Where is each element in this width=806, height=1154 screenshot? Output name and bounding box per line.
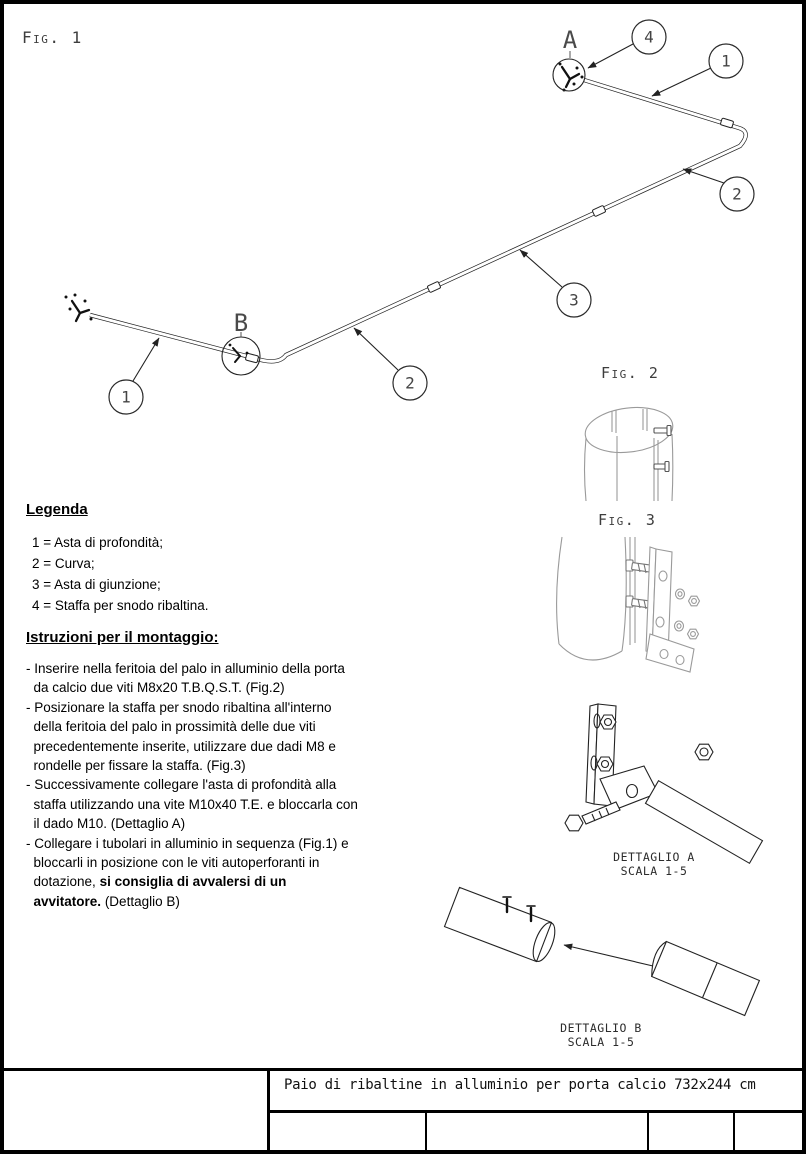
detail-b-title: DETTAGLIO B bbox=[560, 1021, 642, 1035]
instruction-line: il dado M10. (Dettaglio A) bbox=[26, 816, 186, 832]
callout-1-bottom-circle bbox=[108, 379, 144, 415]
callout-4-circle bbox=[631, 19, 667, 55]
detail-a-drawing bbox=[564, 703, 764, 865]
point-a-label: A bbox=[563, 26, 578, 54]
fig1-assembly: 4 1 2 3 2 1 A B bbox=[64, 19, 755, 415]
title-block-cell-d bbox=[735, 1113, 798, 1146]
fig1-label: Fig. 1 bbox=[22, 28, 83, 47]
leader-callout-4 bbox=[587, 43, 634, 69]
callout-2-top-circle bbox=[719, 176, 755, 212]
instructions-title: Istruzioni per il montaggio: bbox=[26, 629, 219, 646]
legend-item: 4 = Staffa per snodo ribaltina. bbox=[32, 598, 209, 613]
legend-title: Legenda bbox=[26, 501, 88, 518]
title-block-cell-c bbox=[649, 1113, 733, 1146]
detail-a-label: DETTAGLIO A SCALA 1-5 bbox=[584, 850, 724, 878]
insertion-arrow bbox=[563, 943, 654, 967]
title-block-cell-a bbox=[270, 1113, 425, 1146]
staffa-left-dots bbox=[64, 293, 93, 321]
tube-junction-collars bbox=[245, 117, 734, 364]
callout-3-label: 3 bbox=[569, 291, 579, 310]
detail-b-drawing bbox=[443, 886, 761, 1017]
fig2-label: Fig. 2 bbox=[601, 364, 660, 382]
fig3-washers-nuts bbox=[673, 588, 701, 640]
instructions-list: - Inserire nella feritoia del palo in al… bbox=[26, 659, 436, 911]
instruction-line: - Posizionare la staffa per snodo ribalt… bbox=[26, 699, 332, 715]
detail-b-scale: SCALA 1-5 bbox=[567, 1035, 635, 1049]
technical-drawing: 4 1 2 3 2 1 A B bbox=[64, 19, 764, 1017]
instruction-line: staffa utilizzando una vite M10x40 T.E. … bbox=[26, 796, 358, 812]
leader-callout-3 bbox=[519, 249, 563, 288]
staffa-a-dots bbox=[558, 62, 584, 92]
title-block-row-divider bbox=[267, 1110, 802, 1113]
instruction-line: avvitatore. (Dettaglio B) bbox=[33, 893, 180, 909]
detail-circle-a bbox=[552, 58, 586, 92]
instructions-section: Istruzioni per il montaggio: - Inserire … bbox=[26, 629, 436, 911]
fig1-tube-inner bbox=[89, 78, 748, 363]
leader-callout-1-bottom bbox=[132, 337, 160, 382]
callout-3-circle bbox=[556, 282, 592, 318]
title-block-cell-divider-3 bbox=[733, 1110, 735, 1150]
title-block-title: Paio di ribaltine in alluminio per porta… bbox=[284, 1077, 756, 1093]
callout-2-bottom-circle bbox=[392, 365, 428, 401]
instruction-line: - Successivamente collegare l'asta di pr… bbox=[26, 777, 337, 793]
leader-callout-1-top bbox=[651, 67, 712, 97]
fig1-tube-outline bbox=[89, 77, 748, 364]
detail-b-label: DETTAGLIO B SCALA 1-5 bbox=[531, 1021, 671, 1049]
legend-list: 1 = Asta di profondità; 2 = Curva; 3 = Ast… bbox=[26, 532, 406, 616]
instruction-line: - Inserire nella feritoia del palo in al… bbox=[26, 661, 345, 676]
staffa-a-glyph bbox=[560, 65, 581, 89]
title-block-cell-divider-2 bbox=[647, 1110, 649, 1150]
point-b-label: B bbox=[234, 309, 248, 337]
leader-callout-2-bottom bbox=[353, 327, 399, 371]
callout-1-bottom-label: 1 bbox=[121, 388, 131, 407]
instruction-line: precedentemente inserite, utilizzare due… bbox=[26, 738, 336, 754]
detail-a-scale: SCALA 1-5 bbox=[620, 864, 688, 878]
instruction-line: da calcio due viti M8x20 T.B.Q.S.T. (Fig… bbox=[26, 680, 285, 696]
legend-section: Legenda 1 = Asta di profondità; 2 = Curva… bbox=[26, 501, 406, 616]
callout-1-top-circle bbox=[708, 43, 744, 79]
title-block-left-divider bbox=[267, 1068, 270, 1150]
fig3-drawing bbox=[556, 536, 701, 673]
staffa-left-glyph bbox=[70, 299, 91, 323]
leader-callout-2-top bbox=[682, 168, 725, 184]
junction-b-dots bbox=[228, 343, 249, 355]
fig2-bolts bbox=[653, 424, 672, 473]
fig3-label: Fig. 3 bbox=[598, 511, 657, 529]
callout-balloons: 4 1 2 3 2 1 bbox=[108, 19, 755, 415]
instruction-line: - Collegare i tubolari in alluminio in s… bbox=[26, 835, 349, 851]
title-block-logo-cell bbox=[7, 1071, 267, 1146]
title-block-cell-divider-1 bbox=[425, 1110, 427, 1150]
fig2-drawing bbox=[583, 406, 674, 502]
instruction-line: della feritoia del palo in prossimità de… bbox=[26, 719, 316, 735]
junction-b-glyph bbox=[232, 347, 241, 363]
callout-1-top-label: 1 bbox=[721, 52, 731, 71]
callout-2-top-label: 2 bbox=[732, 185, 742, 204]
instruction-line: dotazione, si consiglia di avvalersi di … bbox=[26, 874, 287, 890]
title-block-top-border bbox=[4, 1068, 802, 1071]
detail-b-screws bbox=[505, 897, 533, 923]
callout-4-label: 4 bbox=[644, 28, 654, 47]
legend-item: 1 = Asta di profondità; bbox=[32, 535, 163, 550]
detail-a-title: DETTAGLIO A bbox=[613, 850, 695, 864]
instruction-line: rondelle per fissare la staffa. (Fig.3) bbox=[26, 758, 246, 774]
legend-item: 2 = Curva; bbox=[32, 556, 95, 571]
callout-2-bottom-label: 2 bbox=[405, 374, 415, 393]
instruction-line: bloccarli in posizione con le viti autop… bbox=[26, 855, 320, 871]
title-block-cell-b bbox=[427, 1113, 647, 1146]
legend-item: 3 = Asta di giunzione; bbox=[32, 577, 161, 592]
callout-leaders bbox=[132, 43, 725, 382]
